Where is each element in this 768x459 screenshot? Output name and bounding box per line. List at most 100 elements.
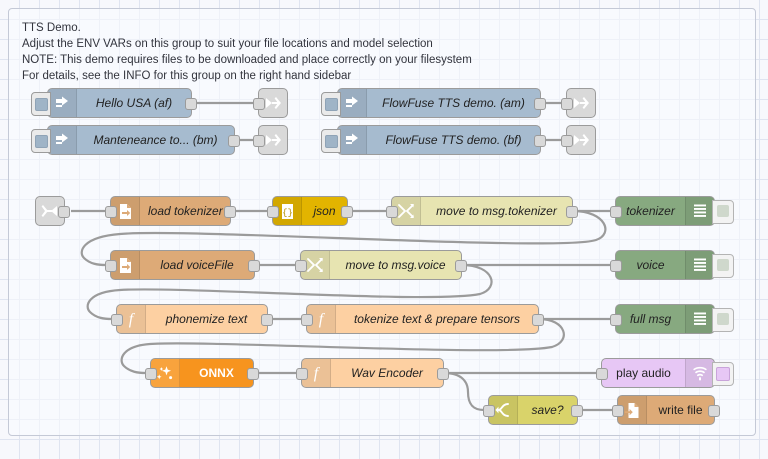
link-out-icon (567, 126, 595, 154)
input-port[interactable] (253, 135, 265, 147)
node-label: play audio (616, 366, 671, 380)
input-port[interactable] (612, 405, 624, 417)
output-port[interactable] (532, 314, 544, 326)
node-label: move to msg.voice (345, 258, 446, 272)
input-port[interactable] (105, 260, 117, 272)
debug-toggle-button[interactable] (712, 254, 734, 278)
node-write-file[interactable]: write file (612, 395, 720, 425)
node-onnx[interactable]: ONNX (145, 358, 259, 388)
input-port[interactable] (267, 206, 279, 218)
node-label: voice (636, 258, 665, 272)
inject-arrow-icon (338, 126, 367, 154)
node-link-out-4[interactable] (561, 125, 596, 155)
output-port[interactable] (224, 206, 236, 218)
input-port[interactable] (295, 260, 307, 272)
inject-arrow-icon (338, 89, 367, 117)
input-port[interactable] (296, 368, 308, 380)
output-port[interactable] (534, 135, 546, 147)
file-in-icon (111, 251, 140, 279)
node-inject-maintenance[interactable]: Manteneance to... (bm) (31, 125, 240, 155)
input-port[interactable] (386, 206, 398, 218)
link-out-icon (567, 89, 595, 117)
node-move-to-msg-voice[interactable]: move to msg.voice (295, 250, 467, 280)
inject-button[interactable] (321, 92, 341, 116)
input-port[interactable] (483, 405, 495, 417)
debug-bars-icon (685, 251, 714, 279)
node-inject-flowfuse-bf[interactable]: FlowFuse TTS demo. (bf) (321, 125, 546, 155)
svg-text:f: f (129, 311, 136, 328)
input-port[interactable] (253, 98, 265, 110)
input-port[interactable] (105, 206, 117, 218)
debug-bars-icon (685, 197, 714, 225)
debug-toggle-button[interactable] (712, 308, 734, 332)
output-port[interactable] (58, 206, 70, 218)
node-phonemize-text[interactable]: f phonemize text (111, 304, 273, 334)
debug-toggle-button[interactable] (712, 200, 734, 224)
node-save-switch[interactable]: save? (483, 395, 583, 425)
input-port[interactable] (561, 135, 573, 147)
node-play-audio[interactable]: play audio (596, 358, 734, 388)
output-port[interactable] (261, 314, 273, 326)
node-label: write file (658, 403, 703, 417)
node-debug-full-msg[interactable]: full msg (610, 304, 734, 334)
node-move-to-msg-tokenizer[interactable]: move to msg.tokenizer (386, 196, 578, 226)
node-load-voicefile[interactable]: load voiceFile (105, 250, 260, 280)
node-inject-hello-usa[interactable]: Hello USA (af) (31, 88, 197, 118)
input-port[interactable] (301, 314, 313, 326)
node-inject-flowfuse-am[interactable]: FlowFuse TTS demo. (am) (321, 88, 546, 118)
input-port[interactable] (561, 98, 573, 110)
input-port[interactable] (145, 368, 157, 380)
node-tokenize-prepare-tensors[interactable]: f tokenize text & prepare tensors (301, 304, 544, 334)
output-port[interactable] (185, 98, 197, 110)
node-label: json (313, 204, 336, 218)
inject-button[interactable] (321, 129, 341, 153)
inject-button[interactable] (31, 129, 51, 153)
input-port[interactable] (111, 314, 123, 326)
input-port[interactable] (610, 206, 622, 218)
node-link-in-1[interactable] (35, 196, 70, 226)
output-port[interactable] (566, 206, 578, 218)
node-label: FlowFuse TTS demo. (bf) (385, 133, 522, 147)
node-label: ONNX (199, 366, 234, 380)
node-label: phonemize text (165, 312, 248, 326)
output-port[interactable] (708, 405, 720, 417)
node-json[interactable]: {} json (267, 196, 353, 226)
node-link-out-3[interactable] (561, 88, 596, 118)
node-link-out-2[interactable] (253, 125, 288, 155)
node-label: Manteneance to... (bm) (93, 133, 218, 147)
output-port[interactable] (571, 405, 583, 417)
audio-status-button[interactable] (712, 362, 734, 386)
link-out-icon (259, 89, 287, 117)
svg-text:{}: {} (282, 208, 293, 218)
node-label: save? (531, 403, 564, 417)
input-port[interactable] (596, 368, 608, 380)
output-port[interactable] (437, 368, 449, 380)
output-port[interactable] (341, 206, 353, 218)
speaker-waves-icon (685, 359, 714, 387)
input-port[interactable] (610, 260, 622, 272)
output-port[interactable] (228, 135, 240, 147)
link-out-icon (259, 126, 287, 154)
svg-text:f: f (314, 365, 321, 382)
output-port[interactable] (247, 368, 259, 380)
node-label: tokenize text & prepare tensors (353, 312, 521, 326)
output-port[interactable] (455, 260, 467, 272)
node-label: Hello USA (af) (95, 96, 173, 110)
node-label: FlowFuse TTS demo. (am) (382, 96, 525, 110)
output-port[interactable] (248, 260, 260, 272)
inject-arrow-icon (48, 89, 77, 117)
svg-text:f: f (319, 311, 326, 328)
input-port[interactable] (610, 314, 622, 326)
node-debug-voice[interactable]: voice (610, 250, 734, 280)
node-load-tokenizer[interactable]: load tokenizer (105, 196, 236, 226)
node-wav-encoder[interactable]: f Wav Encoder (296, 358, 449, 388)
node-label: full msg (629, 312, 672, 326)
node-debug-tokenizer[interactable]: tokenizer (610, 196, 734, 226)
output-port[interactable] (534, 98, 546, 110)
debug-bars-icon (685, 305, 714, 333)
inject-button[interactable] (31, 92, 51, 116)
node-label: Wav Encoder (351, 366, 423, 380)
node-link-out-1[interactable] (253, 88, 288, 118)
link-in-icon (36, 197, 64, 225)
